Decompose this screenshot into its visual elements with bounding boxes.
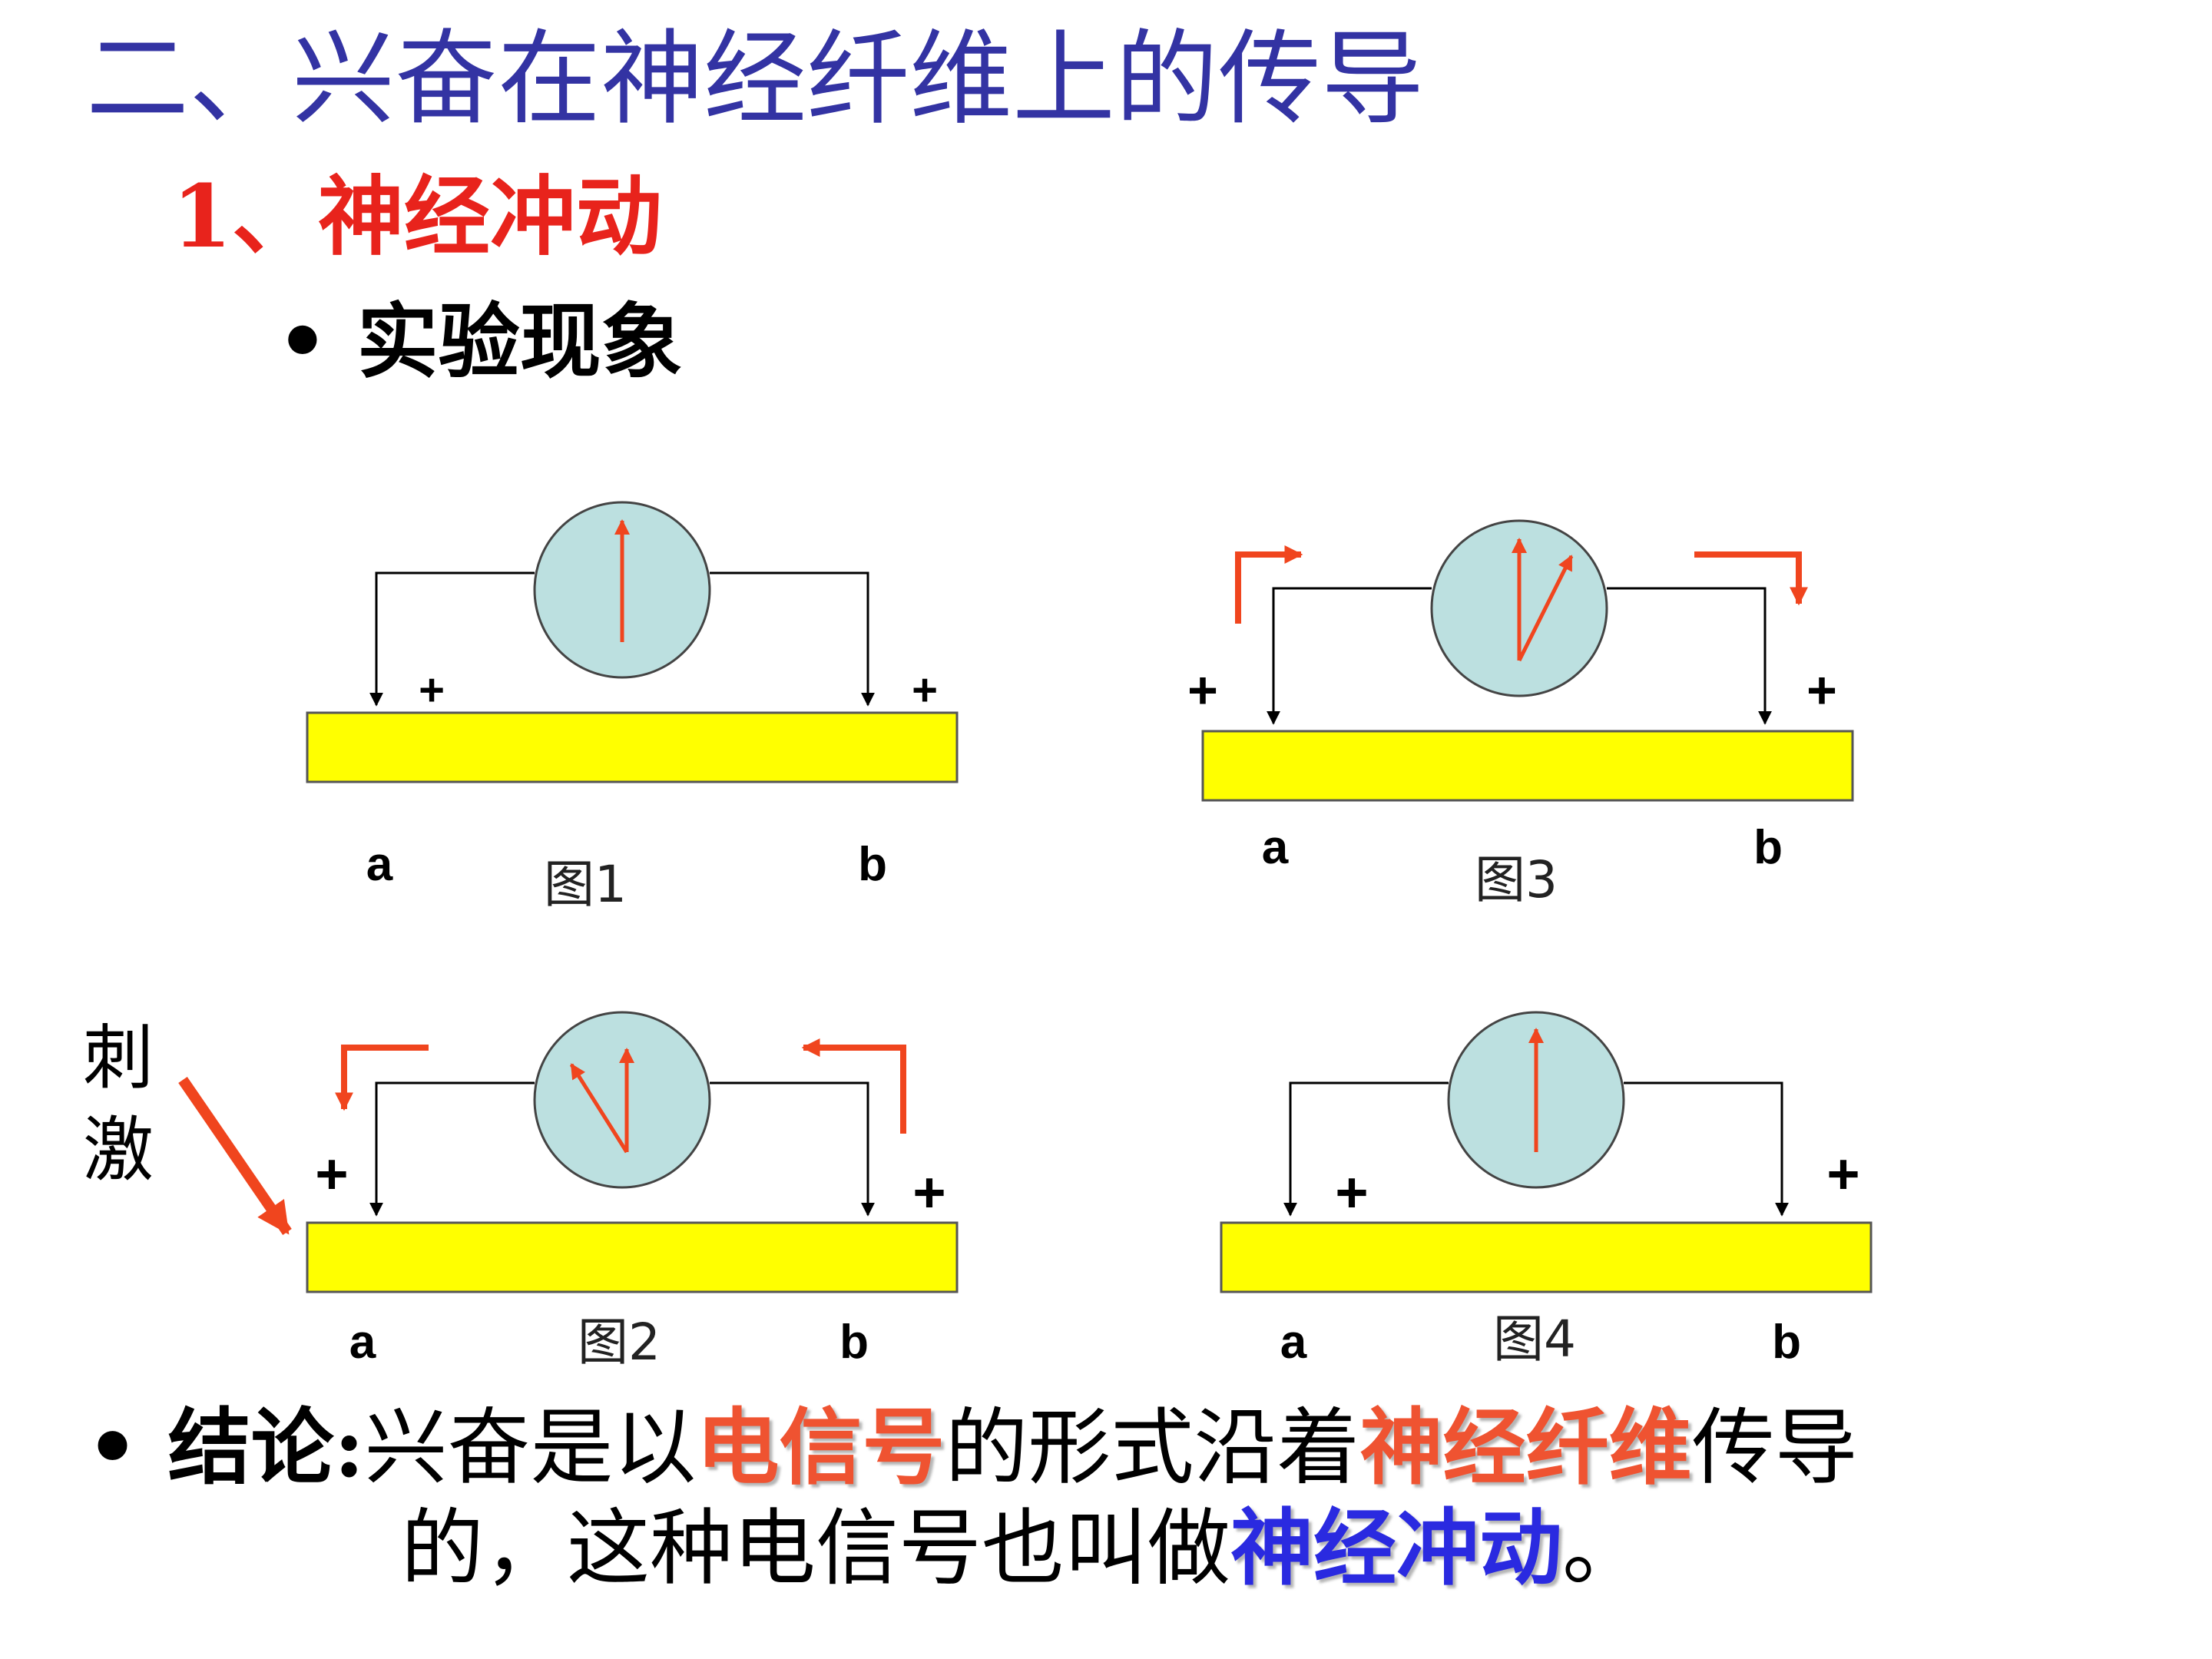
figure-3: + + a b 图3 xyxy=(1187,519,1854,909)
point-a: a xyxy=(366,838,393,891)
figure-caption: 图2 xyxy=(578,1313,661,1372)
point-a: a xyxy=(349,1316,376,1369)
bullet-experiment: • 实验现象 xyxy=(276,293,683,389)
right-wire xyxy=(1624,1081,1789,1217)
figure-4: + + a b 图4 xyxy=(1220,1011,1873,1369)
stimulus-char-2: 激 xyxy=(83,1109,154,1191)
stimulus-char-1: 刺 xyxy=(83,1017,154,1099)
point-b: b xyxy=(1753,821,1783,874)
section-heading: 1、神经冲动 xyxy=(172,167,662,267)
nerve-fiber xyxy=(306,711,959,783)
right-charge: + xyxy=(1826,1142,1859,1206)
highlight-nerve-fiber: 神经纤维 xyxy=(1359,1399,1692,1496)
highlight-electric-signal: 电信号 xyxy=(696,1399,945,1496)
slide-title: 二、兴奋在神经纤维上的传导 xyxy=(86,19,1425,139)
left-charge: + xyxy=(1335,1161,1368,1224)
left-wire xyxy=(369,1081,535,1217)
left-wire xyxy=(1267,587,1432,725)
figure-caption: 图3 xyxy=(1475,850,1558,909)
conclusion-text-1: 兴奋是以 xyxy=(364,1400,697,1496)
figure-1: + + a b 图1 xyxy=(306,501,959,914)
figure-caption: 图4 xyxy=(1493,1310,1576,1369)
right-charge: + xyxy=(1806,661,1837,720)
nerve-fiber xyxy=(306,1221,959,1293)
right-wire xyxy=(710,571,875,707)
needle-deflected xyxy=(1517,555,1574,662)
point-a: a xyxy=(1262,821,1289,874)
stimulus-label: 刺 激 xyxy=(83,1012,167,1197)
right-charge: + xyxy=(912,665,938,715)
right-wire xyxy=(710,1081,875,1217)
nerve-fiber xyxy=(1201,730,1854,802)
figure-2: + + a b 图2 xyxy=(178,1011,959,1372)
left-charge: + xyxy=(419,665,445,715)
current-arrow-left xyxy=(335,1045,429,1111)
conclusion-paragraph: • 结论:兴奋是以电信号的形式沿着神经纤维传导 的，这种电信号也叫做神经冲动。 xyxy=(86,1398,2129,1599)
right-wire xyxy=(1607,587,1772,725)
conclusion-text-2: 的形式沿着 xyxy=(945,1400,1360,1496)
point-b: b xyxy=(839,1316,869,1369)
point-b: b xyxy=(1772,1316,1801,1369)
needle-deflected xyxy=(569,1063,629,1154)
left-charge: + xyxy=(315,1142,348,1206)
current-arrow-right xyxy=(801,1038,906,1134)
conclusion-text-5: 。 xyxy=(1562,1501,1646,1597)
conclusion-text-3: 传导 xyxy=(1691,1400,1858,1496)
stimulus-arrow xyxy=(178,1077,292,1235)
left-charge: + xyxy=(1187,661,1218,720)
current-arrow-left xyxy=(1235,545,1303,624)
figure-caption: 图1 xyxy=(544,855,627,914)
conclusion-line-2: 的，这种电信号也叫做神经冲动。 xyxy=(86,1498,2129,1599)
point-a: a xyxy=(1280,1316,1307,1369)
conclusion-text-4: 的，这种电信号也叫做 xyxy=(401,1501,1231,1597)
current-arrow-right xyxy=(1694,551,1808,606)
conclusion-label: • 结论: xyxy=(86,1399,365,1496)
left-wire xyxy=(369,571,535,707)
nerve-fiber xyxy=(1220,1221,1873,1293)
left-wire xyxy=(1283,1081,1449,1217)
galvanometer xyxy=(533,1011,711,1189)
point-b: b xyxy=(858,838,887,891)
right-charge: + xyxy=(912,1161,945,1224)
highlight-nerve-impulse: 神经冲动 xyxy=(1230,1500,1563,1597)
